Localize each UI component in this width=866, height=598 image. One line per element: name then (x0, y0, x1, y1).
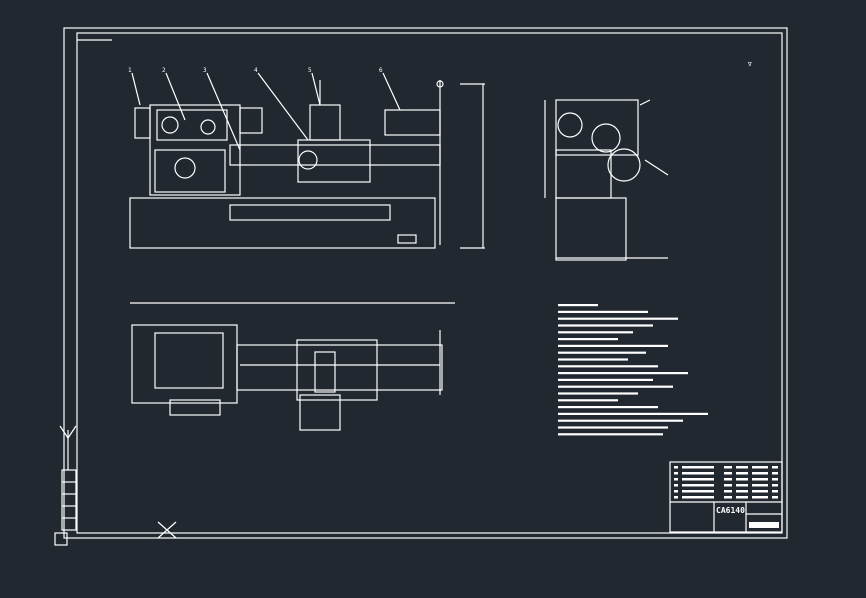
callout-6: 6 (379, 67, 383, 74)
title-block-entry (772, 472, 778, 475)
note-line (558, 310, 648, 313)
lathe-side-view[interactable] (544, 99, 669, 261)
title-block-entry (736, 484, 748, 487)
note-line (558, 304, 598, 307)
title-block-entry (752, 478, 768, 481)
note-line (558, 351, 646, 354)
title-block-entry (674, 466, 678, 469)
ucs-icon (59, 425, 77, 470)
drawing-title: CA6140 (716, 506, 745, 515)
title-block-entry (674, 490, 678, 493)
callout-2: 2 (162, 67, 166, 74)
note-line (558, 331, 633, 334)
title-block-entry (772, 478, 778, 481)
note-line (558, 399, 618, 402)
sheet-corner-origin (54, 532, 68, 546)
roughness-mark: ∇ (747, 61, 752, 68)
crosshair-cursor-icon (157, 521, 177, 539)
callout-leaders (131, 72, 401, 151)
title-block-entry (682, 478, 714, 481)
title-block-entry (674, 496, 678, 499)
callout-4: 4 (254, 67, 258, 74)
note-line (558, 378, 653, 381)
title-block-entry (674, 472, 678, 475)
note-line (558, 338, 618, 341)
title-block-entry (724, 466, 732, 469)
note-line (558, 344, 668, 347)
title-block-entry (682, 490, 714, 493)
title-block-entry (752, 472, 768, 475)
callout-1: 1 (128, 67, 132, 74)
title-block-entry (752, 466, 768, 469)
inner-frame-border (76, 32, 783, 534)
note-line (558, 419, 683, 422)
title-block-entry (772, 496, 778, 499)
outer-sheet-border (63, 27, 788, 539)
title-block: CA6140 (669, 461, 783, 533)
title-block-entry (682, 466, 714, 469)
title-block-entry (772, 484, 778, 487)
note-line (558, 392, 638, 395)
technical-notes (558, 304, 708, 436)
title-block-entry (772, 466, 778, 469)
title-block-entry (674, 484, 678, 487)
lathe-front-view[interactable]: 1 2 3 4 5 6 (128, 67, 485, 249)
note-line (558, 412, 708, 415)
lathe-top-view[interactable] (130, 302, 455, 431)
title-block-entry (736, 472, 748, 475)
title-block-entry (682, 496, 714, 499)
note-line (558, 426, 668, 429)
note-line (558, 385, 673, 388)
callout-3: 3 (203, 67, 207, 74)
title-block-entry (772, 490, 778, 493)
note-line (558, 317, 678, 320)
note-line (558, 372, 688, 375)
note-line (558, 365, 658, 368)
note-line (558, 358, 628, 361)
title-block-entry (724, 496, 732, 499)
title-block-entry (752, 490, 768, 493)
title-block-entry (682, 472, 714, 475)
note-line (558, 324, 653, 327)
title-block-entry (724, 472, 732, 475)
note-line (558, 433, 663, 436)
title-block-entry (674, 478, 678, 481)
title-block-entry (736, 496, 748, 499)
title-block-entry (752, 496, 768, 499)
title-block-entry (752, 484, 768, 487)
title-block-entry (736, 478, 748, 481)
title-block-entry (682, 484, 714, 487)
title-block-entry (724, 478, 732, 481)
left-binding-strip (61, 469, 77, 531)
callout-5: 5 (308, 67, 312, 74)
note-line (558, 406, 658, 409)
title-block-entry (736, 490, 748, 493)
title-block-entry (724, 484, 732, 487)
title-block-entry (724, 490, 732, 493)
title-block-entry (736, 466, 748, 469)
